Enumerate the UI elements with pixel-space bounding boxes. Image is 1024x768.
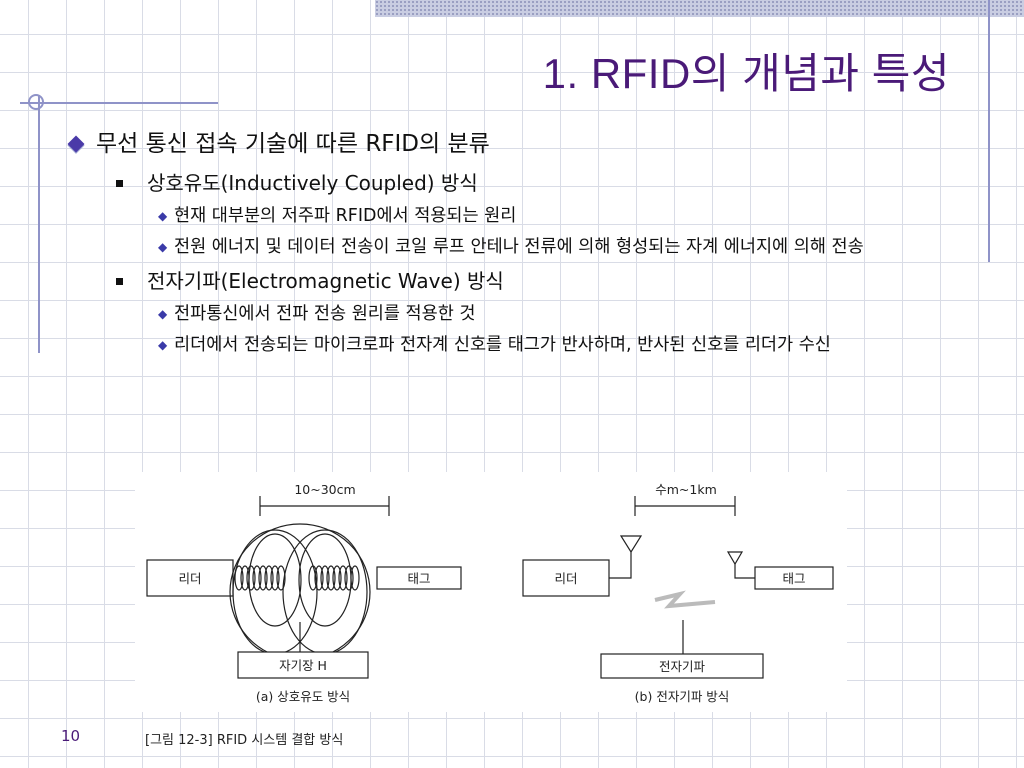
- left-field-box: [237, 651, 369, 679]
- list-item: ◆ 전원 에너지 및 데이터 전송이 코일 루프 안테나 전류에 의해 형성되는…: [158, 233, 894, 262]
- left-tag-label: 태그: [407, 571, 430, 586]
- coupling-figure: 10~30cm 리더 태그 자기장 H (a) 상호유도 방식 수m~1km 리…: [135, 472, 847, 712]
- diamond-bullet-icon: [67, 135, 85, 152]
- reader-antenna-icon: [619, 535, 643, 554]
- classification-list: 상호유도(Inductively Coupled) 방식 ◆ 현재 대부분의 저…: [112, 168, 952, 362]
- main-bullet-text: 무선 통신 접속 기술에 따른 RFID의 분류: [96, 131, 490, 157]
- section-heading-text: 상호유도(Inductively Coupled) 방식: [147, 171, 478, 195]
- left-distance-label: 10~30cm: [294, 482, 355, 497]
- list-item-text: 전파통신에서 전파 전송 원리를 적용한 것: [174, 304, 476, 324]
- left-decor-line: [38, 95, 40, 353]
- top-decor-band: [375, 0, 1024, 17]
- list-item: ◆ 현재 대부분의 저주파 RFID에서 적용되는 원리: [158, 202, 894, 231]
- title-decor-circle: [28, 94, 44, 110]
- reader-coil: [234, 565, 286, 591]
- list-item: ◆ 전파통신에서 전파 전송 원리를 적용한 것: [158, 300, 894, 329]
- section-heading-text: 전자기파(Electromagnetic Wave) 방식: [147, 269, 504, 293]
- list-item-text: 전원 에너지 및 데이터 전송이 코일 루프 안테나 전류에 의해 형성되는 자…: [174, 237, 864, 257]
- left-reader-box: [146, 559, 234, 597]
- left-tag-box: [376, 566, 462, 590]
- section-heading-inductive: 상호유도(Inductively Coupled) 방식: [112, 168, 952, 198]
- right-decor-line: [988, 0, 990, 262]
- square-bullet-icon: [116, 180, 123, 187]
- main-bullet: 무선 통신 접속 기술에 따른 RFID의 분류: [62, 124, 490, 158]
- right-distance-label: 수m~1km: [655, 482, 717, 497]
- reader-antenna-feed: [609, 552, 632, 579]
- list-item-text: 현재 대부분의 저주파 RFID에서 적용되는 원리: [174, 206, 517, 226]
- square-bullet-icon: [116, 278, 123, 285]
- diamond-small-bullet-icon: ◆: [158, 240, 168, 254]
- section-heading-electromagnetic: 전자기파(Electromagnetic Wave) 방식: [112, 266, 952, 296]
- left-field-label: 자기장 H: [279, 658, 327, 673]
- wave-bolt-icon: [654, 590, 716, 609]
- field-loop-4: [298, 533, 352, 627]
- right-caption: (b) 전자기파 방식: [635, 689, 730, 704]
- right-tag-label: 태그: [782, 571, 805, 586]
- coupling-diagram: 10~30cm 리더 태그 자기장 H (a) 상호유도 방식 수m~1km 리…: [146, 482, 834, 704]
- slide-title: 1. RFID의 개념과 특성: [542, 50, 950, 97]
- right-field-label: 전자기파: [659, 659, 706, 674]
- diamond-small-bullet-icon: ◆: [158, 338, 168, 352]
- left-reader-label: 리더: [178, 571, 201, 586]
- right-field-box: [600, 653, 764, 679]
- left-caption: (a) 상호유도 방식: [256, 689, 350, 704]
- page-number: 10: [61, 727, 81, 745]
- list-item-text: 리더에서 전송되는 마이크로파 전자계 신호를 태그가 반사하며, 반사된 신호…: [174, 335, 831, 355]
- tag-antenna-icon: [726, 551, 744, 566]
- diamond-small-bullet-icon: ◆: [158, 209, 168, 223]
- right-reader-label: 리더: [554, 571, 577, 586]
- list-item: ◆ 리더에서 전송되는 마이크로파 전자계 신호를 태그가 반사하며, 반사된 …: [158, 331, 894, 360]
- tag-antenna-feed: [734, 564, 755, 579]
- diamond-small-bullet-icon: ◆: [158, 307, 168, 321]
- tag-coil: [308, 565, 360, 591]
- title-decor-rule: [20, 102, 218, 104]
- field-loop-3: [248, 533, 302, 627]
- figure-caption: [그림 12-3] RFID 시스템 결합 방식: [145, 733, 344, 748]
